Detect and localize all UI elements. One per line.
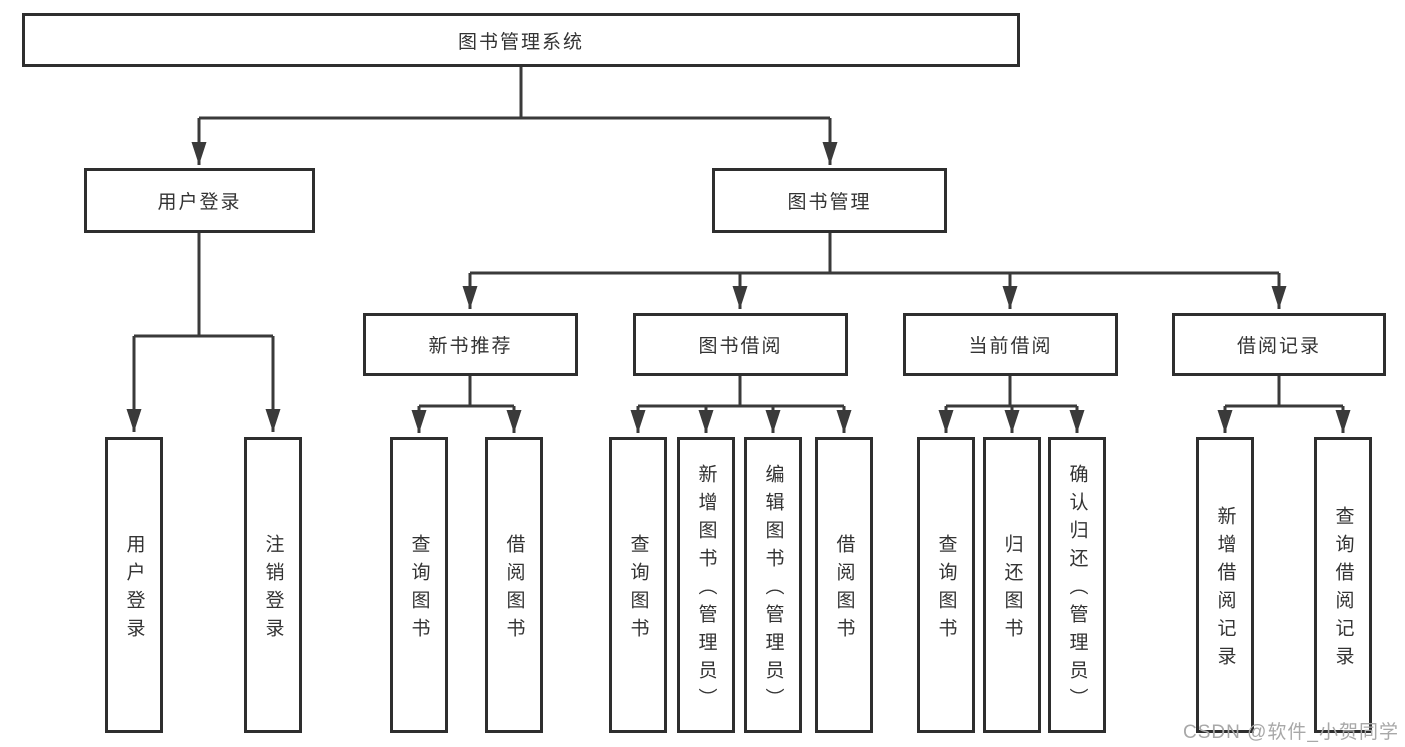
leaf-user-login: 用户登录	[105, 437, 163, 733]
leaf-return-books: 归还图书	[983, 437, 1041, 733]
node-user-login: 用户登录	[84, 168, 315, 233]
csdn-watermark: CSDN @软件_小贺同学	[1183, 722, 1399, 743]
leaf-label: 编辑图书（管理员）	[762, 463, 784, 716]
leaf-label: 注销登录	[262, 533, 284, 646]
leaf-label: 查询借阅记录	[1332, 505, 1354, 674]
leaf-label: 确认归还（管理员）	[1066, 463, 1088, 716]
leaf-edit-books-admin: 编辑图书（管理员）	[744, 437, 802, 733]
leaf-logout: 注销登录	[244, 437, 302, 733]
leaf-borrow-books: 借阅图书	[815, 437, 873, 733]
leaf-confirm-return-admin: 确认归还（管理员）	[1048, 437, 1106, 733]
leaf-query-books-current: 查询图书	[917, 437, 975, 733]
leaf-add-borrow-record: 新增借阅记录	[1196, 437, 1254, 733]
leaf-label: 查询图书	[935, 533, 957, 646]
leaf-query-books-borrow: 查询图书	[609, 437, 667, 733]
leaf-label: 新增借阅记录	[1214, 505, 1236, 674]
leaf-query-books-recommend: 查询图书	[390, 437, 448, 733]
leaf-add-books-admin: 新增图书（管理员）	[677, 437, 735, 733]
node-book-borrow: 图书借阅	[633, 313, 848, 376]
leaf-label: 用户登录	[123, 533, 145, 646]
leaf-borrow-books-recommend: 借阅图书	[485, 437, 543, 733]
node-current-borrow: 当前借阅	[903, 313, 1118, 376]
node-book-management: 图书管理	[712, 168, 947, 233]
leaf-query-borrow-record: 查询借阅记录	[1314, 437, 1372, 733]
leaf-label: 查询图书	[627, 533, 649, 646]
leaf-label: 借阅图书	[833, 533, 855, 646]
node-root-library-system: 图书管理系统	[22, 13, 1020, 67]
leaf-label: 新增图书（管理员）	[695, 463, 717, 716]
leaf-label: 归还图书	[1001, 533, 1023, 646]
leaf-label: 借阅图书	[503, 533, 525, 646]
node-borrow-records: 借阅记录	[1172, 313, 1386, 376]
node-new-book-recommend: 新书推荐	[363, 313, 578, 376]
leaf-label: 查询图书	[408, 533, 430, 646]
